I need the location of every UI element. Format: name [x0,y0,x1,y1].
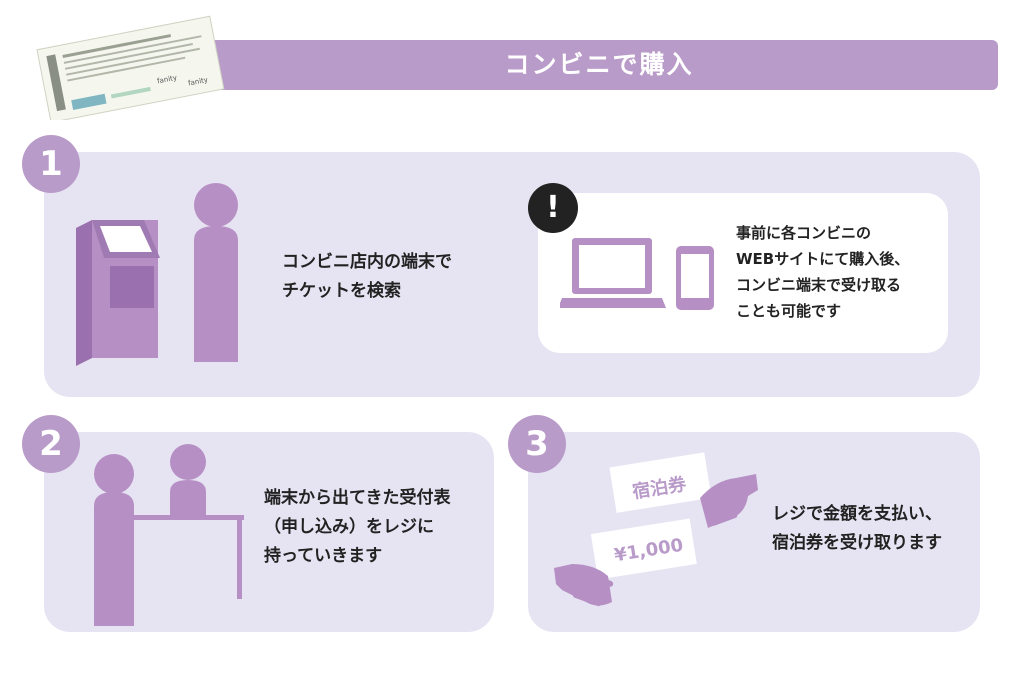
ticket-brand-2: fanity [187,76,208,88]
note-line-4: ことも可能です [736,302,842,320]
ticket-brand-1: fanity [156,74,177,86]
step-2-text: 端末から出てきた受付表 （申し込み）をレジに 持っていきます [264,484,451,571]
step-2-line-1: 端末から出てきた受付表 [264,488,451,508]
laptop-and-phone-icon [560,238,714,310]
step-3-line-2: 宿泊券を受け取ります [772,533,942,553]
note-line-3: コンビニ端末で受け取る [736,276,902,294]
step-2-line-3: 持っていきます [264,546,383,566]
step-2-line-2: （申し込み）をレジに [264,517,434,537]
header-banner [200,40,998,90]
note-line-2: WEBサイトにて購入後、 [736,250,910,268]
exclamation-icon: ! [528,183,578,233]
step-1-number: 1 [22,135,80,193]
step-3-line-1: レジで金額を支払い、 [772,504,942,524]
ticket-icon: fanity fanity [36,15,225,124]
terminal-and-person-icon [76,183,238,366]
ticket-image: fanity fanity [34,14,230,124]
step-1-text: コンビニ店内の端末で チケットを検索 [282,248,452,306]
step-1-line-1: コンビニ店内の端末で [282,252,452,272]
step-2-number: 2 [22,415,80,473]
exchange-icon [554,452,758,607]
step-3-number: 3 [508,415,566,473]
page-title: コンビニで購入 [504,50,694,79]
note-line-1: 事前に各コンビニの [736,224,872,242]
counter-and-people-icon [94,444,244,626]
note-text: 事前に各コンビニの WEBサイトにて購入後、 コンビニ端末で受け取る ことも可能… [736,220,909,324]
step-1-line-2: チケットを検索 [282,281,401,301]
step-3-text: レジで金額を支払い、 宿泊券を受け取ります [772,500,942,558]
